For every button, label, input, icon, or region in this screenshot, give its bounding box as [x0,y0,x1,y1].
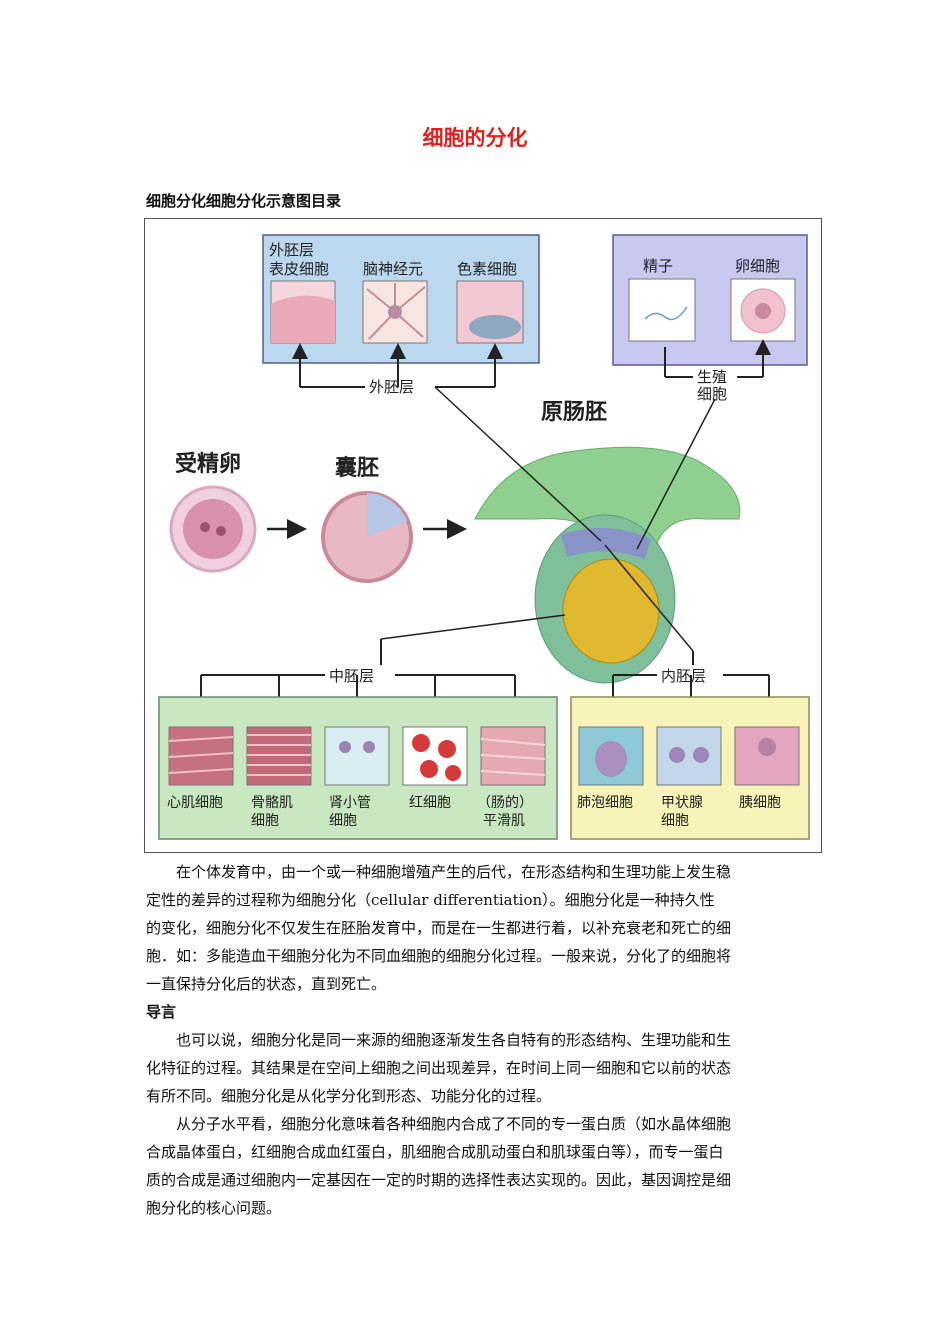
thyroid-cell-image [656,726,722,786]
cell-differentiation-figure: 外胚层 表皮细胞 脑神经元 色素细胞 外胚层 精子 卵细胞 生殖 细胞 原肠胚 … [144,218,822,853]
germ-cell-label-2: 细胞 [697,385,727,403]
p2-line-2: 化特征的过程。其结果是在空间上细胞之间出现差异，在时间上同一细胞和它以前的状态 [146,1059,732,1077]
section-heading: 导言 [146,1003,177,1021]
p1-line-2: 定性的差异的过程称为细胞分化（cellular differentiation）… [146,891,715,909]
rbc-label: 红细胞 [409,795,451,811]
p1-line-3: 的变化，细胞分化不仅发生在胚胎发育中，而是在一生都进行着，以补充衰老和死亡的细 [146,919,732,937]
thyroid-cell-label-2: 细胞 [661,813,689,829]
egg-label: 卵细胞 [735,257,780,275]
renal-cell-label-2: 细胞 [329,813,357,829]
skeletal-cell-label-1: 骨骼肌 [251,795,293,811]
p3-line-1: 从分子水平看，细胞分化意味着各种细胞内合成了不同的专一蛋白质（如水晶体细胞 [176,1115,732,1133]
blastula-label: 囊胚 [334,455,379,481]
alveolar-cell-label: 肺泡细胞 [577,795,633,811]
zygote-label: 受精卵 [175,451,241,477]
ecto-label-1: 外胚层 [269,241,314,259]
ecto-label-4: 色素细胞 [457,260,517,278]
body-text: 在个体发育中，由一个或一种细胞增殖产生的后代，在形态结构和生理功能上发生稳 定性… [146,858,806,1222]
differentiation-diagram: 外胚层 表皮细胞 脑神经元 色素细胞 外胚层 精子 卵细胞 生殖 细胞 原肠胚 … [158,234,810,840]
renal-tubule-cell-image [324,726,390,786]
skeletal-cell-label-2: 细胞 [251,813,279,829]
paragraph-1: 在个体发育中，由一个或一种细胞增殖产生的后代，在形态结构和生理功能上发生稳 定性… [146,858,806,998]
renal-cell-label-1: 肾小管 [329,795,371,811]
paragraph-3: 从分子水平看，细胞分化意味着各种细胞内合成了不同的专一蛋白质（如水晶体细胞 合成… [146,1110,806,1222]
mesoderm-label: 中胚层 [329,667,374,685]
ecto-label-3: 脑神经元 [363,260,423,278]
cardiac-cell-label: 心肌细胞 [167,795,223,811]
p3-line-2: 合成晶体蛋白，红细胞合成血红蛋白，肌细胞合成肌动蛋白和肌球蛋白等），而专一蛋白 [146,1143,724,1161]
germ-cell-label-1: 生殖 [697,368,727,386]
gastrula-label: 原肠胚 [541,400,607,425]
smooth-muscle-label-2: 平滑肌 [483,812,525,829]
thyroid-cell-label-1: 甲状腺 [661,795,703,811]
p1-line-5: 一直保持分化后的状态，直到死亡。 [146,975,387,993]
section-subtitle: 细胞分化细胞分化示意图目录 [146,192,342,210]
paragraph-2: 也可以说，细胞分化是同一来源的细胞逐渐发生各自特有的形态结构、生理功能和生 化特… [146,1026,806,1110]
gastrula-yolk-image [562,558,660,664]
document-title: 细胞的分化 [422,126,528,150]
endoderm-label: 内胚层 [661,667,706,685]
sperm-label: 精子 [643,257,673,275]
smooth-muscle-label-1: （肠的） [477,795,533,811]
p1-line-4: 胞．如：多能造血干细胞分化为不同血细胞的细胞分化过程。一般来说，分化了的细胞将 [146,947,732,965]
p3-line-4: 胞分化的核心问题。 [146,1199,282,1217]
ecto-label-2: 表皮细胞 [269,260,329,278]
p2-line-1: 也可以说，细胞分化是同一来源的细胞逐渐发生各自特有的形态结构、生理功能和生 [176,1031,732,1049]
ectoderm-label: 外胚层 [369,378,414,396]
p3-line-3: 质的合成是通过细胞内一定基因在一定的时期的选择性表达实现的。因此，基因调控是细 [146,1171,732,1189]
p1-line-1: 在个体发育中，由一个或一种细胞增殖产生的后代，在形态结构和生理功能上发生稳 [176,863,732,881]
p2-line-3: 有所不同。细胞分化是从化学分化到形态、功能分化的过程。 [146,1087,552,1105]
pancreatic-cell-label: 胰细胞 [739,795,781,811]
